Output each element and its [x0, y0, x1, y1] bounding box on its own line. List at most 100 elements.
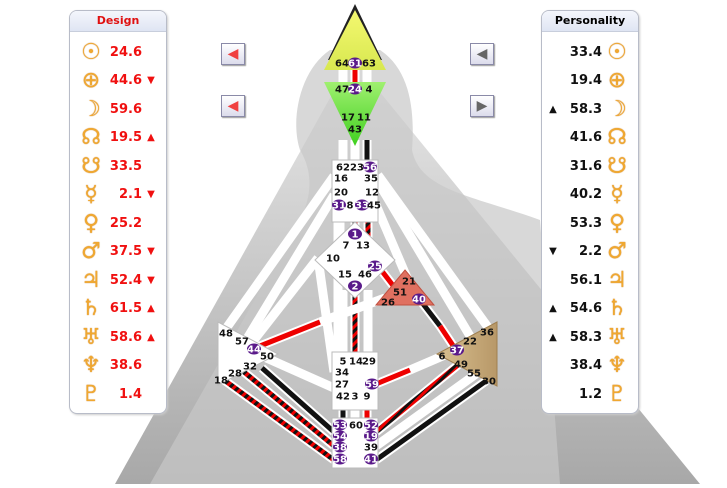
gate-36[interactable]: 36 [480, 328, 494, 339]
gate-59[interactable]: 59 [365, 380, 379, 391]
gate-53[interactable]: 53 [333, 421, 347, 432]
active-gate-marker [348, 83, 362, 95]
gate-line-value: 24.6 [109, 44, 142, 60]
gate-line-value: 53.3 [569, 215, 602, 231]
gate-2[interactable]: 2 [352, 282, 359, 293]
active-gate-marker [348, 228, 362, 240]
gate-28[interactable]: 28 [228, 369, 242, 380]
channel-activation [222, 377, 336, 463]
gate-33[interactable]: 33 [355, 201, 369, 212]
g-center[interactable] [314, 221, 396, 299]
gate-55[interactable]: 55 [467, 369, 481, 380]
gate-9[interactable]: 9 [364, 392, 371, 403]
gate-line-value: 2.2 [578, 244, 602, 260]
gate-47[interactable]: 47 [335, 85, 349, 96]
gate-48[interactable]: 48 [219, 329, 233, 340]
spleen-center[interactable] [217, 321, 280, 386]
gate-51[interactable]: 51 [393, 288, 407, 299]
gate-34[interactable]: 34 [335, 368, 349, 379]
gate-15[interactable]: 15 [338, 270, 352, 281]
gate-62[interactable]: 62 [336, 163, 350, 174]
pluto-icon: ♇ [81, 381, 101, 407]
gate-61[interactable]: 61 [348, 59, 362, 70]
gate-17[interactable]: 17 [341, 113, 355, 124]
gate-22[interactable]: 22 [463, 337, 477, 348]
active-gate-marker [247, 343, 261, 355]
gate-46[interactable]: 46 [358, 270, 372, 281]
gate-7[interactable]: 7 [343, 241, 350, 252]
gate-29[interactable]: 29 [362, 357, 376, 368]
gate-32[interactable]: 32 [243, 362, 257, 373]
gate-24[interactable]: 24 [348, 85, 362, 96]
solar-plexus-center[interactable] [435, 321, 498, 387]
gate-6[interactable]: 6 [439, 352, 446, 363]
gate-12[interactable]: 12 [365, 188, 379, 199]
gate-41[interactable]: 41 [364, 455, 378, 466]
gate-line-value: 38.6 [109, 358, 142, 374]
gate-50[interactable]: 50 [260, 352, 274, 363]
prev-design-step-button[interactable]: ◀ [221, 95, 245, 117]
prev-personality-button[interactable]: ◀ [470, 43, 494, 65]
gate-4[interactable]: 4 [366, 85, 373, 96]
channel-bg [371, 203, 413, 282]
jupiter-icon: ♃ [607, 267, 627, 293]
uranus-icon: ♅ [81, 324, 101, 350]
gate-23[interactable]: 23 [350, 163, 364, 174]
gate-57[interactable]: 57 [235, 337, 249, 348]
active-gate-marker [333, 419, 347, 431]
gate-21[interactable]: 21 [402, 277, 416, 288]
gate-30[interactable]: 30 [482, 377, 496, 388]
gate-40[interactable]: 40 [412, 295, 426, 306]
gate-54[interactable]: 54 [333, 432, 347, 443]
head-center[interactable] [324, 10, 386, 70]
gate-64[interactable]: 64 [335, 59, 349, 70]
gate-38[interactable]: 38 [333, 443, 347, 454]
gate-35[interactable]: 35 [364, 174, 378, 185]
south-node-icon: ☋ [607, 153, 627, 179]
gate-31[interactable]: 31 [332, 201, 346, 212]
gate-line-value: 37.5 [109, 244, 142, 260]
arrow-down-icon: ▼ [147, 75, 155, 87]
next-personality-button[interactable]: ▶ [470, 95, 494, 117]
gate-52[interactable]: 52 [364, 421, 378, 432]
channel-activation [374, 363, 460, 434]
gate-18[interactable]: 18 [214, 376, 228, 387]
ajna-center[interactable] [324, 82, 386, 146]
gate-8[interactable]: 8 [347, 201, 354, 212]
gate-60[interactable]: 60 [349, 421, 363, 432]
gate-line-value: 19.5 [109, 130, 142, 146]
gate-26[interactable]: 26 [381, 298, 395, 309]
gate-1[interactable]: 1 [352, 230, 359, 241]
gate-25[interactable]: 25 [368, 262, 382, 273]
gate-42[interactable]: 42 [336, 392, 350, 403]
gate-49[interactable]: 49 [454, 360, 468, 371]
gate-line-value: 52.4 [109, 272, 142, 288]
gate-19[interactable]: 19 [364, 432, 378, 443]
gate-line-value: 2.1 [118, 187, 142, 203]
gate-3[interactable]: 3 [352, 392, 359, 403]
gate-line-value: 54.6 [569, 301, 602, 317]
gate-44[interactable]: 44 [247, 345, 261, 356]
prev-design-button[interactable]: ◀ [221, 43, 245, 65]
gate-58[interactable]: 58 [333, 455, 347, 466]
gate-56[interactable]: 56 [363, 163, 377, 174]
gate-16[interactable]: 16 [334, 174, 348, 185]
arrow-down-icon: ▼ [147, 274, 155, 286]
jupiter-icon: ♃ [81, 267, 101, 293]
gate-39[interactable]: 39 [364, 443, 378, 454]
gate-13[interactable]: 13 [356, 241, 370, 252]
personality-row-pluto: 1.2♇ [542, 380, 632, 409]
gate-20[interactable]: 20 [334, 188, 348, 199]
gate-10[interactable]: 10 [326, 254, 340, 265]
gate-14[interactable]: 14 [349, 357, 363, 368]
gate-43[interactable]: 43 [348, 125, 362, 136]
gate-37[interactable]: 37 [450, 346, 464, 357]
gate-63[interactable]: 63 [362, 59, 376, 70]
active-gate-marker [348, 280, 362, 292]
gate-11[interactable]: 11 [357, 113, 371, 124]
gate-27[interactable]: 27 [335, 380, 349, 391]
gate-5[interactable]: 5 [340, 357, 347, 368]
gate-45[interactable]: 45 [367, 201, 381, 212]
personality-row-jupiter: 56.1♃ [542, 266, 632, 295]
gate-line-value: 44.6 [109, 73, 142, 89]
